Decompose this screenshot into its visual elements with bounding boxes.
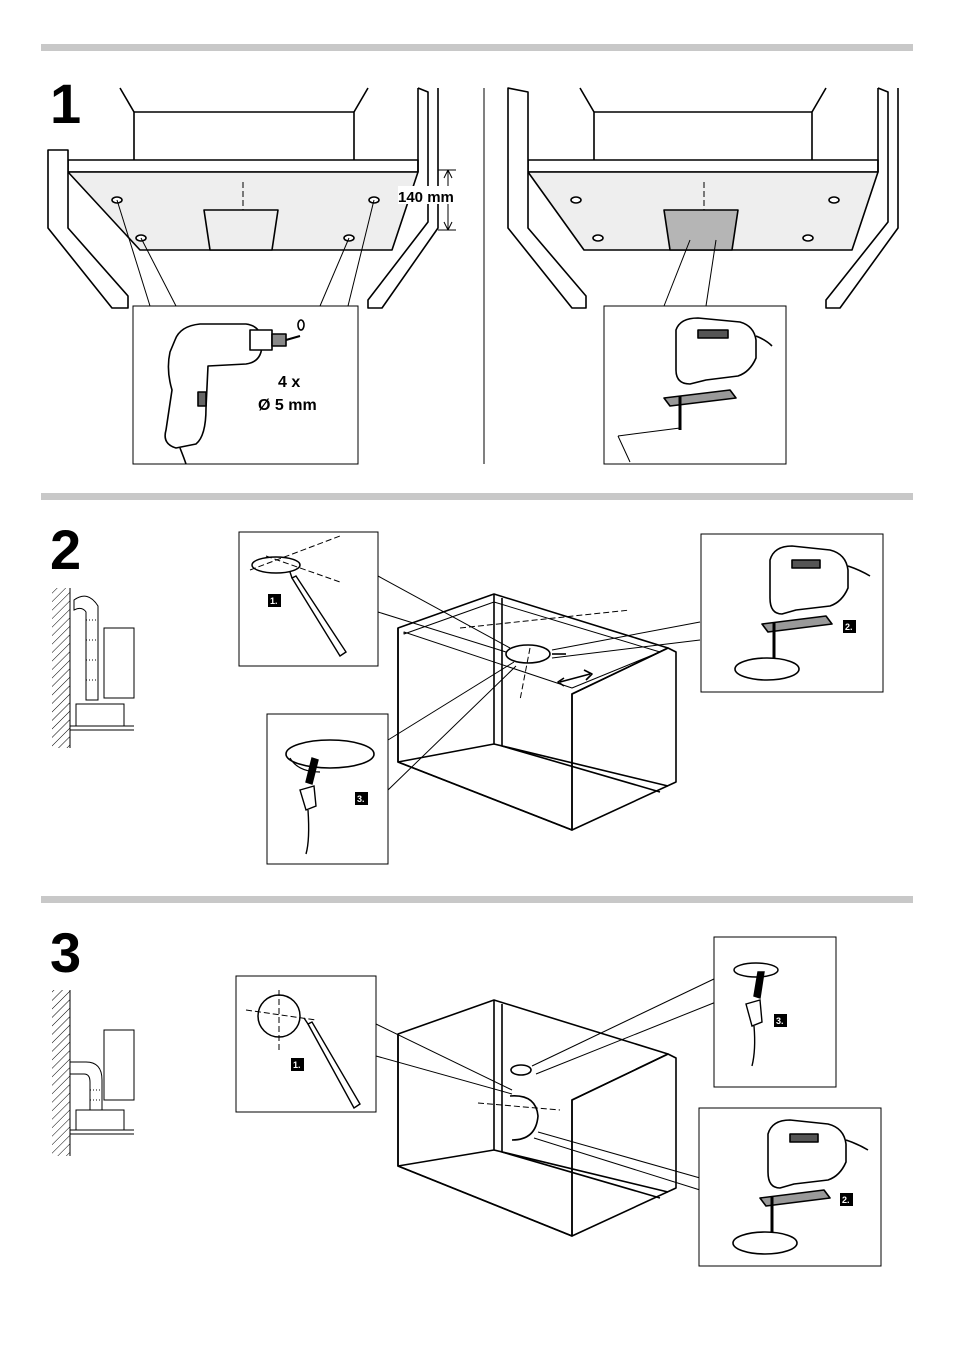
step3-route-detail: 3. [714, 937, 836, 1087]
step3-badge-cut: 2. [842, 1195, 850, 1205]
step3-mark-detail: 1. [236, 976, 376, 1112]
step3-cut-detail: 2. [699, 1108, 881, 1266]
duct-icon [74, 596, 98, 700]
step2-route-detail: 3. [267, 714, 388, 864]
step1-dimension-label: 140 mm [398, 189, 454, 206]
step1-right-cabinet [508, 88, 898, 308]
step2-badge-route: 3. [357, 794, 365, 804]
step1-jigsaw-detail [604, 306, 786, 464]
step1-drill-detail: 4 x Ø 5 mm [133, 306, 358, 464]
step3-badge-route: 3. [776, 1016, 784, 1026]
step3-side-view [52, 990, 134, 1156]
duct-icon [70, 1062, 102, 1110]
step2-badge-cut: 2. [845, 622, 853, 632]
drill-count: 4 x [278, 374, 300, 391]
step2-side-view [52, 588, 134, 748]
step3-badge-mark: 1. [293, 1060, 301, 1070]
step1-left-cabinet [48, 88, 456, 308]
step3-cabinet [376, 978, 716, 1236]
step2-mark-detail: 1. [239, 532, 378, 666]
step2-badge-mark: 1. [270, 596, 278, 606]
step2-cabinet [378, 576, 700, 830]
drill-diameter: Ø 5 mm [258, 397, 317, 414]
step2-cut-detail: 2. [701, 534, 883, 692]
